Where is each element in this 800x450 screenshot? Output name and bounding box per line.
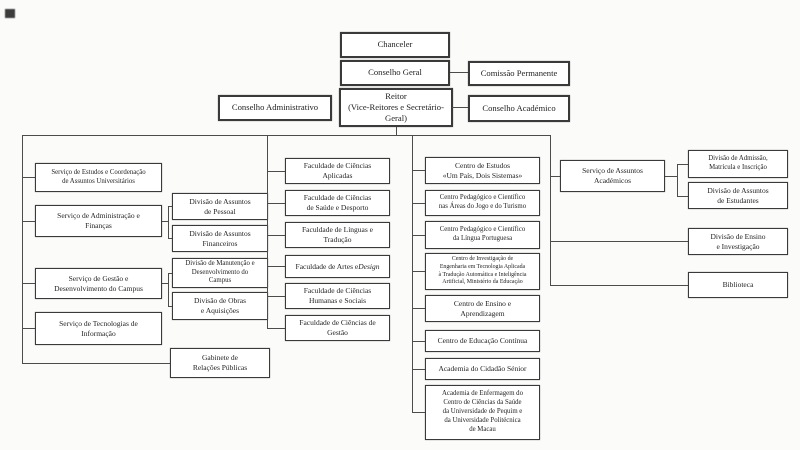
connector-line (162, 283, 169, 284)
node-reitor: Reitor (Vice-Reitores e Secretário- Gera… (339, 88, 453, 127)
node-servico-administracao: Serviço de Administração e Finanças (35, 205, 162, 237)
node-chanceler: Chanceler (340, 32, 450, 58)
node-faculdade-gestao: Faculdade de Ciências de Gestão (285, 315, 390, 341)
node-divisao-estudantes: Divisão de Assuntos de Estudantes (688, 182, 788, 209)
node-centro-investigacao: Centro de Investigação de Engenharia em … (425, 253, 540, 290)
connector-line (452, 107, 468, 108)
connector-line (550, 135, 551, 285)
connector-line (412, 341, 425, 342)
connector-line (665, 176, 677, 177)
connector-line (267, 171, 285, 172)
node-servico-tecnologias: Serviço de Tecnologias de Informação (35, 312, 162, 345)
connector-line (22, 328, 35, 329)
connector-line (168, 206, 169, 239)
node-divisao-obras: Divisão de Obras e Aquisições (172, 292, 268, 320)
connector-line (412, 235, 425, 236)
node-faculdade-saude-desporto: Faculdade de Ciências de Saúde e Desport… (285, 190, 390, 216)
connector-line (267, 135, 268, 328)
node-divisao-pessoal: Divisão de Assuntos de Pessoal (172, 193, 268, 220)
connector-line (677, 196, 688, 197)
connector-line (677, 164, 688, 165)
connector-line (412, 308, 425, 309)
node-biblioteca: Biblioteca (688, 272, 788, 298)
connector-line (22, 135, 23, 363)
connector-line (550, 285, 688, 286)
node-divisao-financeiros: Divisão de Assuntos Financeiros (172, 225, 268, 252)
node-servico-gestao: Serviço de Gestão e Desenvolvimento do C… (35, 268, 162, 299)
faculdade-artes-design-word: Design (358, 261, 380, 271)
connector-line (412, 271, 425, 272)
connector-line (412, 203, 425, 204)
connector-line (267, 266, 285, 267)
node-centro-um-pais: Centro de Estudos «Um País, Dois Sistema… (425, 157, 540, 184)
node-comissao-permanente: Comissão Permanente (468, 61, 570, 86)
node-gabinete-relacoes: Gabinete de Relações Públicas (170, 348, 270, 378)
connector-line (550, 241, 688, 242)
connector-line (412, 369, 425, 370)
connector-line (168, 306, 172, 307)
connector-line (396, 127, 397, 135)
connector-line (22, 363, 170, 364)
connector-line (267, 296, 285, 297)
node-conselho-administrativo: Conselho Administrativo (218, 95, 332, 121)
node-divisao-manutencao: Divisão de Manutenção e Desenvolvimento … (172, 258, 268, 288)
scan-artifact (5, 9, 15, 18)
connector-line (412, 412, 425, 413)
node-academia-senior: Academia do Cidadão Sénior (425, 358, 540, 380)
connector-line (168, 273, 169, 307)
connector-line (168, 273, 172, 274)
connector-line (22, 283, 35, 284)
connector-line (550, 176, 560, 177)
node-conselho-academico: Conselho Académico (468, 95, 570, 122)
connector-line (450, 72, 468, 73)
faculdade-artes-label: Faculdade de Artes e (295, 261, 359, 271)
connector-line (412, 170, 425, 171)
connector-line (267, 328, 285, 329)
node-conselho-geral: Conselho Geral (340, 60, 450, 86)
node-divisao-ensino-investigacao: Divisão de Ensino e Investigação (688, 228, 788, 255)
node-centro-jogo-turismo: Centro Pedagógico e Científico nas Áreas… (425, 190, 540, 216)
connector-line (412, 135, 413, 413)
node-faculdade-linguas: Faculdade de Línguas e Tradução (285, 222, 390, 248)
node-faculdade-artes-design: Faculdade de Artes e Design (285, 255, 390, 278)
node-academia-enfermagem: Academia de Enfermagem do Centro de Ciên… (425, 385, 540, 440)
node-divisao-admissao: Divisão de Admissão, Matrícula e Inscriç… (688, 150, 788, 178)
node-centro-educacao-continua: Centro de Educação Contínua (425, 330, 540, 352)
node-servico-estudos: Serviço de Estudos e Coordenação de Assu… (35, 163, 162, 192)
connector-line (162, 221, 169, 222)
connector-line (168, 206, 172, 207)
connector-line (677, 164, 678, 196)
connector-line (267, 235, 285, 236)
node-centro-ensino-aprendizagem: Centro de Ensino e Aprendizagem (425, 295, 540, 322)
connector-line (267, 203, 285, 204)
node-centro-lingua-portuguesa: Centro Pedagógico e Científico da Língua… (425, 221, 540, 249)
node-faculdade-aplicadas: Faculdade de Ciências Aplicadas (285, 158, 390, 184)
node-faculdade-humanas: Faculdade de Ciências Humanas e Sociais (285, 283, 390, 309)
node-servico-academicos: Serviço de Assuntos Académicos (560, 160, 665, 192)
connector-line (22, 221, 35, 222)
connector-line (22, 135, 551, 136)
connector-line (22, 177, 35, 178)
connector-line (168, 238, 172, 239)
